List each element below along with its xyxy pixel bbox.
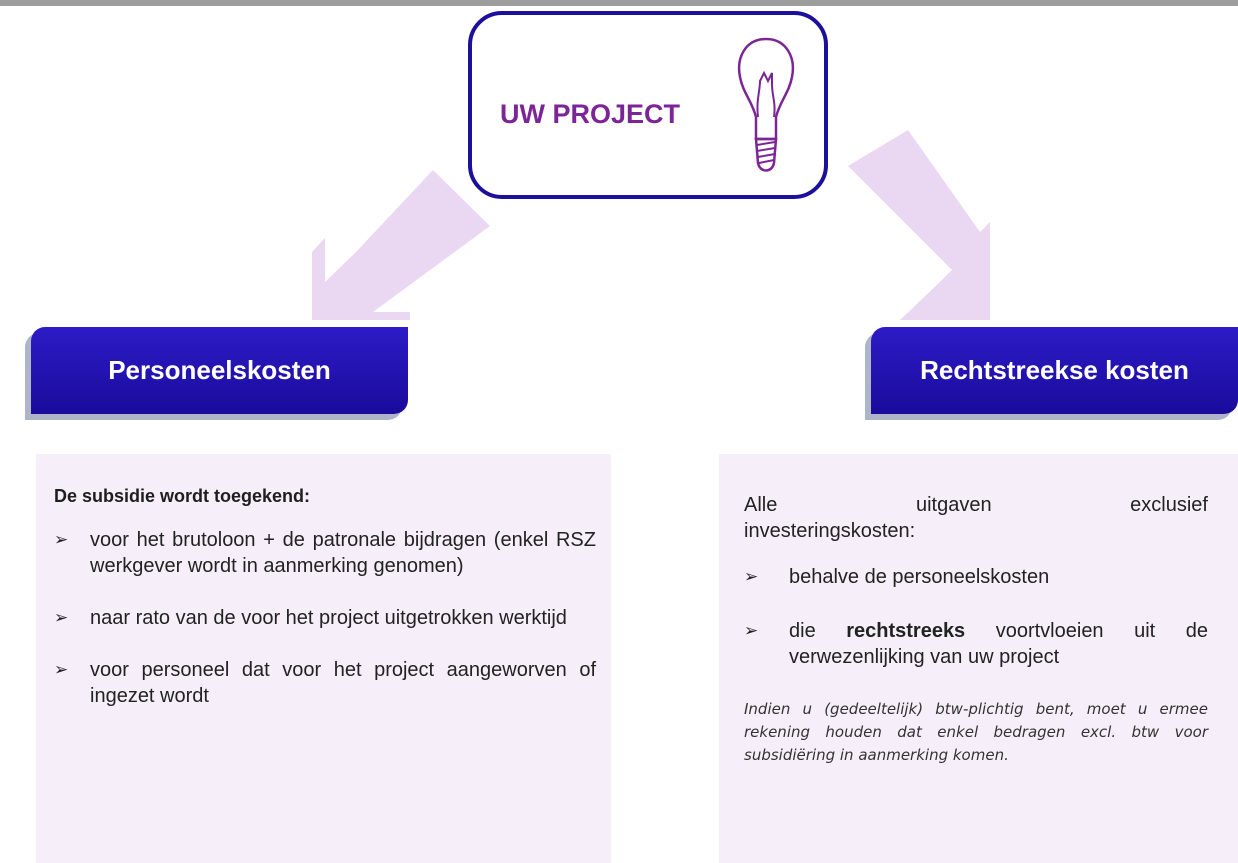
intro-word: Alle xyxy=(744,494,778,516)
bullet-text: naar rato van de voor het project uitget… xyxy=(90,607,567,629)
direct-costs-panel: Alle uitgaven exclusief investeringskost… xyxy=(719,454,1238,863)
list-item: ➢ die rechtstreeks voortvloeien uit de v… xyxy=(744,618,1208,670)
list-item: ➢ voor personeel dat voor het project aa… xyxy=(54,657,596,709)
list-item: ➢ naar rato van de voor het project uitg… xyxy=(54,605,596,631)
project-box: UW PROJECT xyxy=(468,11,828,199)
right-arrow xyxy=(848,130,990,320)
left-arrow xyxy=(312,170,490,320)
list-item: ➢ behalve de personeelskosten xyxy=(744,564,1208,590)
top-divider xyxy=(0,0,1238,6)
bullet-text: voor personeel dat voor het project aang… xyxy=(90,659,596,707)
bullet-text-bold: rechtstreeks xyxy=(846,620,966,642)
arrow-bullet-icon: ➢ xyxy=(54,530,69,549)
personnel-costs-panel: De subsidie wordt toegekend: ➢ voor het … xyxy=(36,454,611,863)
bullet-text: behalve de personeelskosten xyxy=(789,566,1050,588)
intro-word: uitgaven xyxy=(915,494,992,516)
intro-word: exclusief xyxy=(1130,494,1208,516)
bullet-text-pre: die xyxy=(789,620,847,642)
project-title: UW PROJECT xyxy=(500,99,681,129)
bullet-text: voor het brutoloon + de patronale bijdra… xyxy=(90,529,596,577)
arrow-bullet-icon: ➢ xyxy=(54,608,69,627)
intro-line-2: investeringskosten: xyxy=(744,520,916,542)
personnel-costs-header: Personeelskosten xyxy=(31,327,408,414)
direct-costs-header: Rechtstreekse kosten xyxy=(871,327,1238,414)
list-item: ➢ voor het brutoloon + de patronale bijd… xyxy=(54,527,596,579)
intro-line: Alle uitgaven exclusief xyxy=(744,492,1208,518)
arrow-bullet-icon: ➢ xyxy=(744,567,759,586)
vat-note: Indien u (gedeeltelijk) btw-plichtig ben… xyxy=(744,700,1208,764)
lightbulb-icon xyxy=(737,37,795,172)
arrow-bullet-icon: ➢ xyxy=(54,660,69,679)
subsidy-heading: De subsidie wordt toegekend: xyxy=(54,486,311,506)
bullet-text-post: voortvloeien uit de verwezenlijking van … xyxy=(789,620,1208,668)
arrow-bullet-icon: ➢ xyxy=(744,621,759,640)
